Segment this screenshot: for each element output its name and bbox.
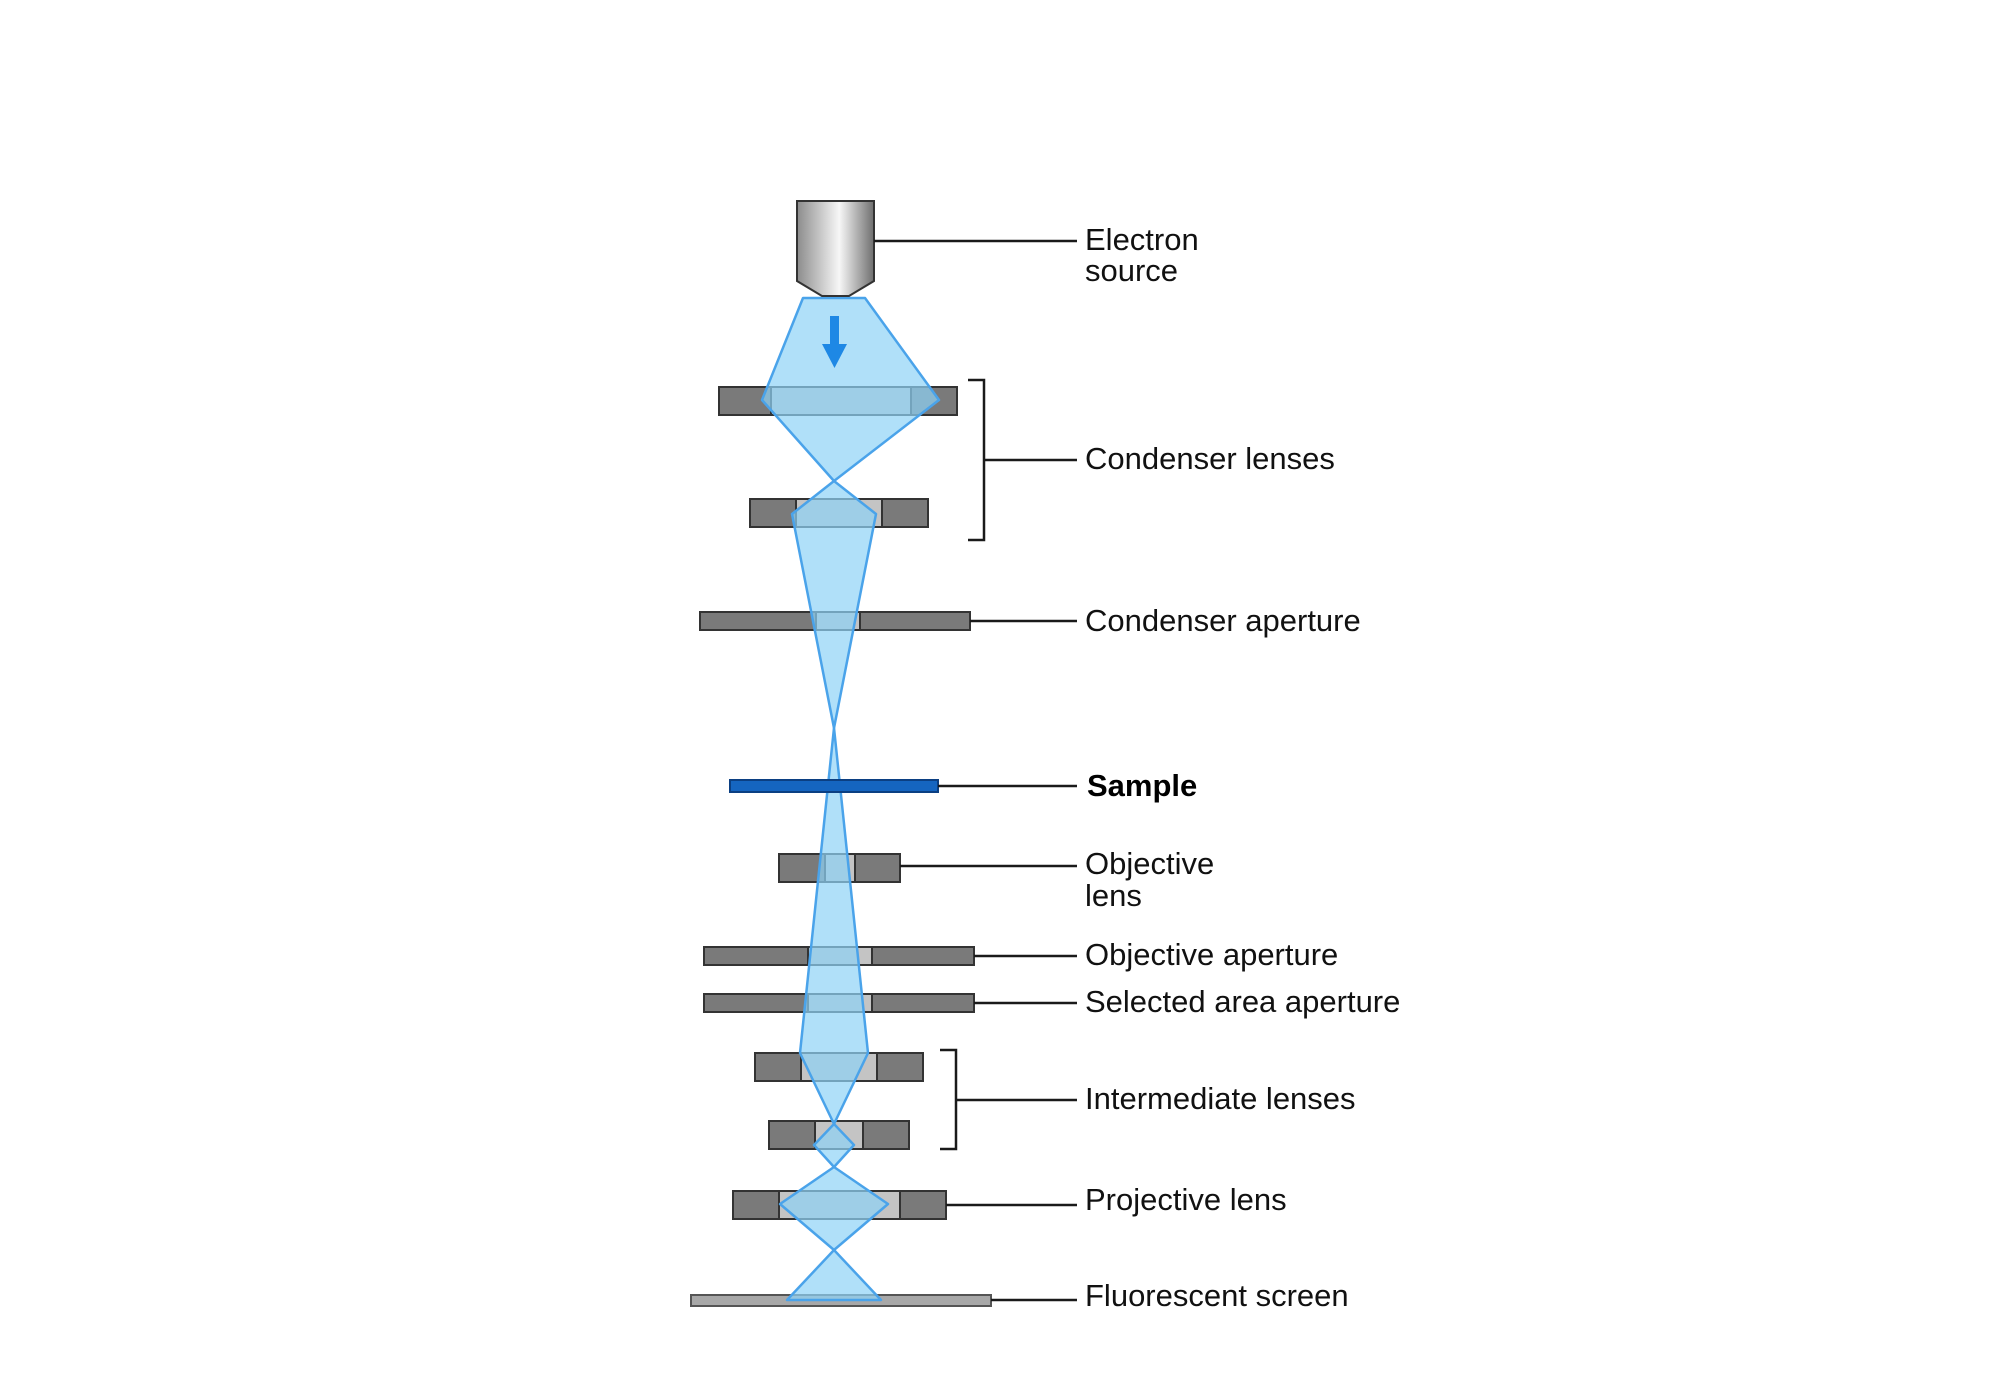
label-objective-aperture: Objective aperture xyxy=(1085,937,1338,972)
labels: Electron source Condenser lenses Condens… xyxy=(1085,222,1400,1313)
label-projective-lens: Projective lens xyxy=(1085,1182,1287,1217)
leader-lines xyxy=(874,239,1077,1302)
label-selected-area-aperture: Selected area aperture xyxy=(1085,984,1400,1019)
label-intermediate-lenses: Intermediate lenses xyxy=(1085,1081,1356,1116)
label-objective-lens: Objective lens xyxy=(1085,846,1223,913)
electron-source xyxy=(796,200,875,297)
beam-direction-arrow-icon xyxy=(822,316,847,368)
label-fluorescent-screen: Fluorescent screen xyxy=(1085,1278,1349,1313)
label-condenser-aperture: Condenser aperture xyxy=(1085,603,1361,638)
electron-beam xyxy=(760,296,941,1302)
label-sample: Sample xyxy=(1087,768,1197,803)
label-electron-source: Electron source xyxy=(1085,222,1207,288)
sample-slide xyxy=(729,779,939,793)
label-condenser-lenses: Condenser lenses xyxy=(1085,441,1335,476)
